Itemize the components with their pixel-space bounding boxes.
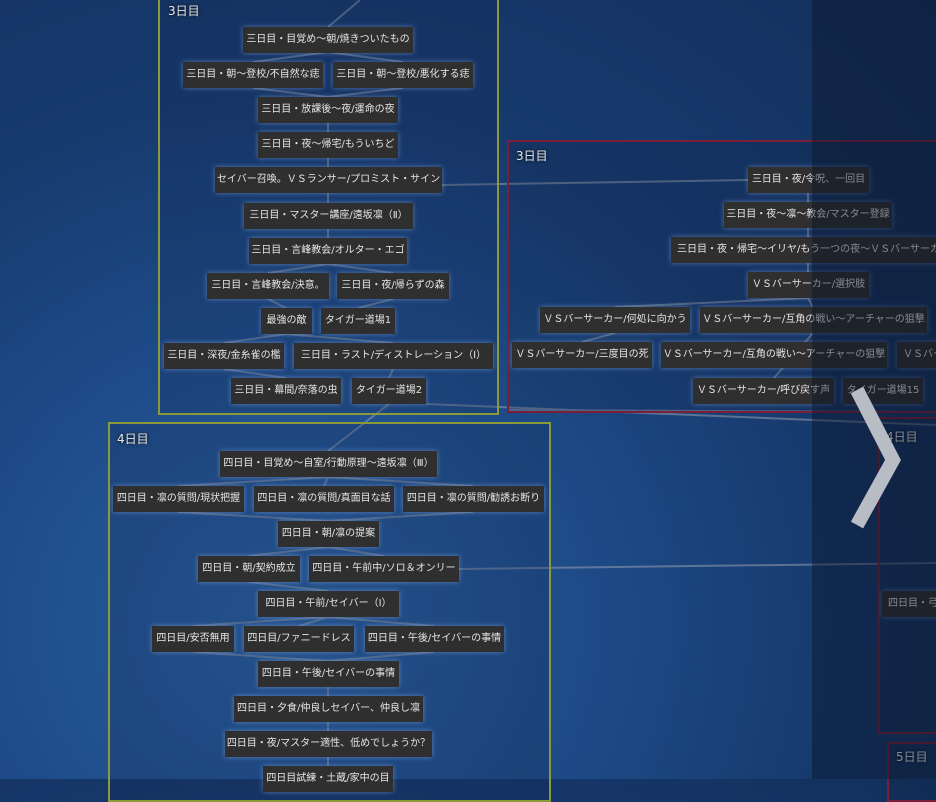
scene-node[interactable]: ＶＳバーサーカー/三度目の死 — [512, 342, 652, 368]
group-label: 4日目 — [886, 430, 918, 444]
scene-node[interactable]: ＶＳバーサーカー/選択肢 — [748, 272, 869, 298]
scene-node[interactable]: ＶＳバーサーカー/互角の戦い～アーチャーの狙撃 — [700, 307, 927, 333]
scene-node[interactable]: 四日目・夜/マスター適性、低めでしょうか？ — [225, 731, 432, 757]
scene-node[interactable]: ＶＳバーサーカー/互角の戦い～アーチャーの狙撃 — [661, 342, 887, 368]
scene-node[interactable]: 四日目・夕食/仲良しセイバー、仲良し凛 — [234, 696, 423, 722]
scene-node[interactable]: 四日目・凛の質問/勧誘お断り — [403, 486, 544, 512]
scene-node[interactable]: 三日目・夜/令呪、一回目 — [748, 167, 869, 193]
scene-node[interactable]: 三日目・朝～登校/悪化する痣 — [333, 62, 473, 88]
scene-node[interactable]: 四日目/安否無用 — [152, 626, 234, 652]
scene-node[interactable]: 三日目・夜・帰宅～イリヤ/もう一つの夜～ＶＳバーサーカー — [671, 237, 936, 263]
group-label: 4日目 — [117, 432, 149, 446]
group-label: 3日目 — [516, 149, 548, 163]
scene-node[interactable]: 三日目・夜/帰らずの森 — [337, 273, 449, 299]
scene-node[interactable]: ＶＳバーサーカー — [897, 342, 936, 368]
scene-node[interactable]: 三日目・幕間/奈落の虫 — [231, 378, 341, 404]
scene-node[interactable]: 四日目・凛の質問/真面目な話 — [254, 486, 394, 512]
scene-node[interactable]: セイバー召喚。ＶＳランサー/プロミスト・サイン — [215, 167, 442, 193]
scene-node[interactable]: 三日目・言峰教会/オルター・エゴ — [249, 238, 407, 264]
scene-node[interactable]: 四日目・朝/契約成立 — [198, 556, 300, 582]
scene-node[interactable]: 三日目・放課後～夜/運命の夜 — [258, 97, 398, 123]
scene-node[interactable]: 三日目・マスター講座/遠坂凛（Ⅱ） — [244, 203, 413, 229]
scene-node[interactable]: 三日目・目覚め～朝/焼きついたもの — [243, 27, 413, 53]
scene-node[interactable]: 三日目・言峰教会/決意。 — [207, 273, 329, 299]
chevron-right-icon[interactable] — [845, 385, 905, 530]
scene-node[interactable]: 四日目・弓 — [882, 591, 936, 617]
side-panel-overlay — [812, 0, 936, 779]
scene-node[interactable]: 四日目試練・土蔵/家中の目 — [263, 766, 393, 792]
scene-node[interactable]: 最強の敵 — [261, 308, 312, 334]
scene-node[interactable]: 四日目・午前/セイバー（Ⅰ） — [258, 591, 399, 617]
scene-node[interactable]: 四日目・午前中/ソロ＆オンリー — [309, 556, 459, 582]
scene-node[interactable]: 四日目・朝/凛の提案 — [278, 521, 379, 547]
scene-node[interactable]: 四日目/ファニードレス — [244, 626, 354, 652]
scene-node[interactable]: 三日目・深夜/金糸雀の檻 — [164, 343, 284, 369]
scene-node[interactable]: タイガー道場1 — [321, 308, 395, 334]
scene-node[interactable]: 四日目・目覚め～自室/行動原理～遠坂凛（Ⅲ） — [220, 451, 437, 477]
group-label: 3日目 — [168, 4, 200, 18]
scene-node[interactable]: 四日目・午後/セイバーの事情 — [258, 661, 399, 687]
scene-node[interactable]: 四日目・午後/セイバーの事情 — [365, 626, 504, 652]
scene-node[interactable]: 三日目・朝～登校/不自然な痣 — [183, 62, 323, 88]
scene-node[interactable]: 三日目・夜～凛～教会/マスター登録 — [724, 202, 892, 228]
scene-node[interactable]: 三日目・夜～帰宅/もういちど — [258, 132, 398, 158]
scene-node[interactable]: タイガー道場2 — [352, 378, 426, 404]
scene-node[interactable]: 四日目・凛の質問/現状把握 — [113, 486, 244, 512]
scene-node[interactable]: 三日目・ラスト/ディストレーション（Ⅰ） — [294, 343, 493, 369]
scene-node[interactable]: ＶＳバーサーカー/何処に向かう — [540, 307, 690, 333]
scene-node[interactable]: ＶＳバーサーカー/呼び戻す声 — [693, 378, 834, 404]
group-label: 5日目 — [896, 750, 928, 764]
